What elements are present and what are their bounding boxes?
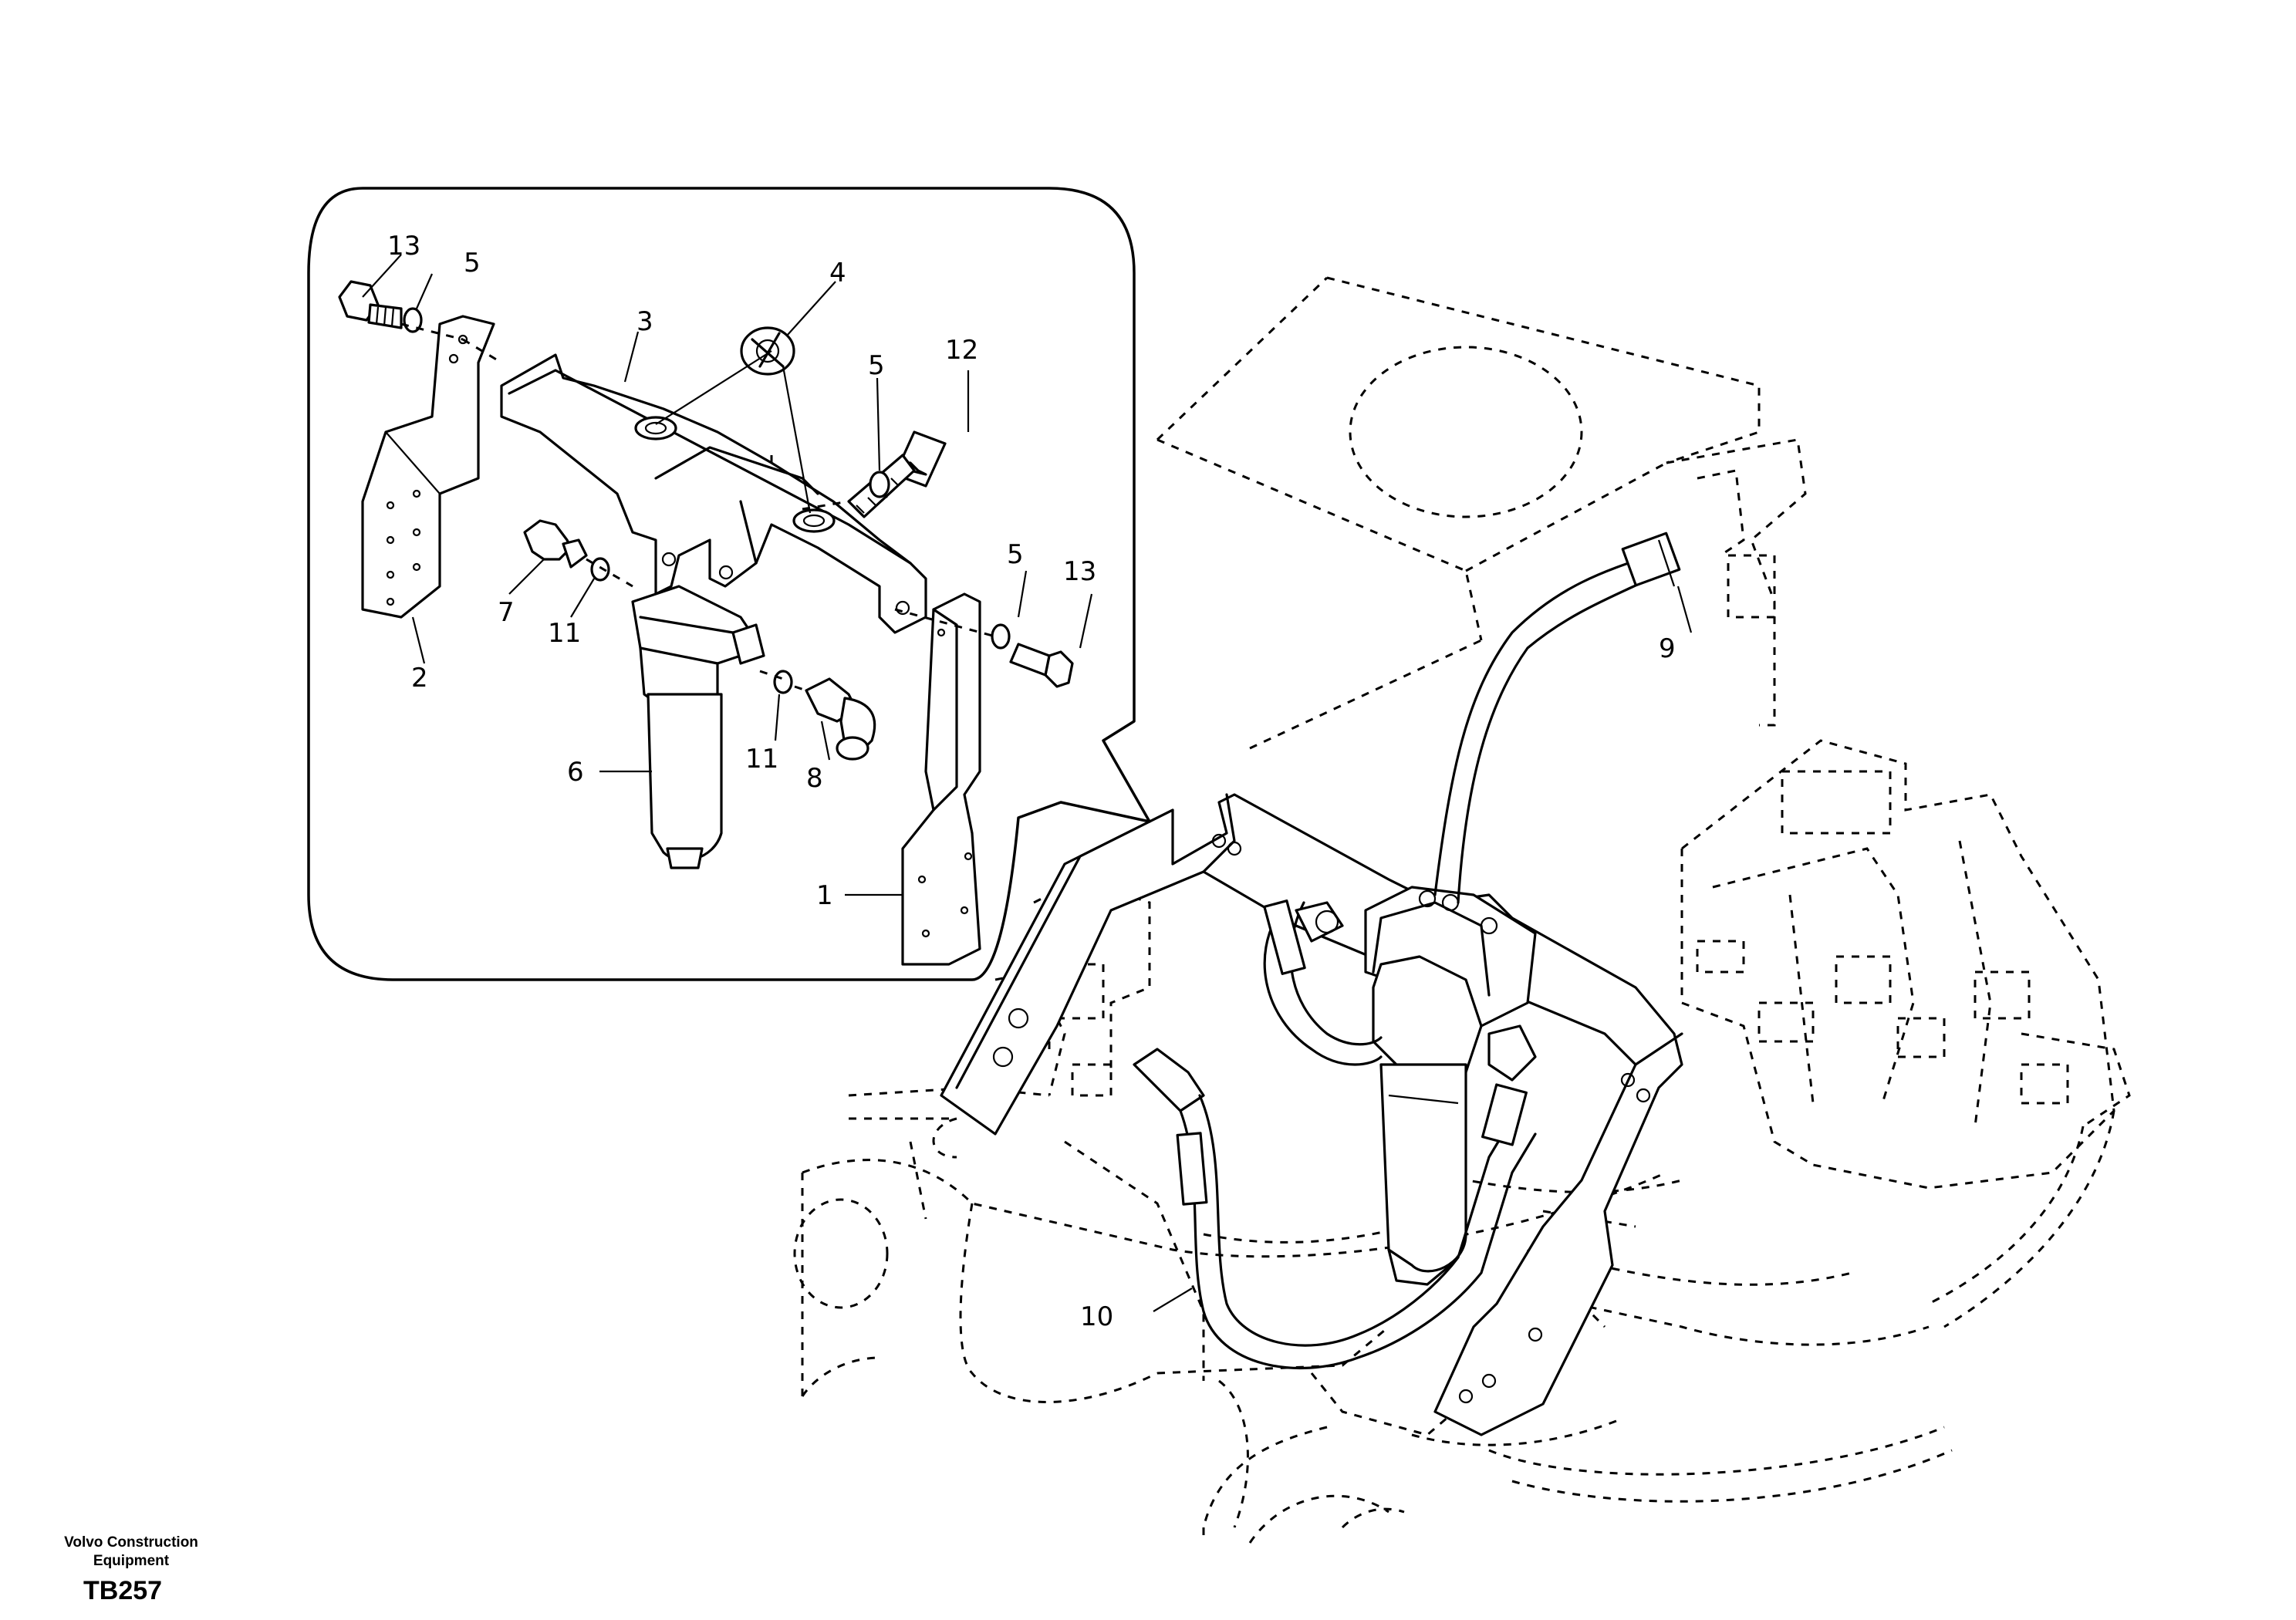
callout-labels: 13 5 3 4 5 12 7 11 2 5 13 6 11 8 1 9 10: [387, 231, 1676, 1332]
installed-filter-assembly: [940, 532, 1683, 1436]
callout-5-right: 5: [1007, 539, 1024, 570]
part-8-elbow: [805, 677, 876, 761]
callout-3: 3: [636, 306, 653, 337]
brand-line-1: Volvo Construction: [64, 1534, 198, 1551]
part-3-center-bracket: [500, 353, 927, 634]
callout-4: 4: [829, 258, 846, 289]
callout-12: 12: [945, 335, 978, 366]
part-11-o-ring-upper: [590, 557, 610, 582]
diagram-code: TB257: [83, 1576, 163, 1605]
part-4-plug: [740, 326, 795, 376]
part-5-washer-b: [869, 471, 890, 498]
leader-lines: [362, 254, 1693, 1312]
part-7-adaptor: [523, 519, 588, 569]
part-11-o-ring-lower: [773, 670, 793, 694]
callout-10: 10: [1080, 1301, 1113, 1332]
callout-11-lower: 11: [745, 744, 778, 775]
callout-5-top-left: 5: [464, 248, 481, 278]
callout-1: 1: [816, 880, 833, 911]
footer: Volvo Construction Equipment TB257: [39, 1534, 224, 1608]
callout-2: 2: [411, 663, 428, 694]
detail-inset: [307, 187, 1151, 981]
callout-5-top-right: 5: [868, 350, 885, 381]
part-5-washer-c: [991, 623, 1011, 650]
part-6-filter: [631, 585, 765, 869]
callout-13-top: 13: [387, 231, 420, 262]
callout-8: 8: [806, 763, 823, 794]
callout-6: 6: [567, 757, 584, 788]
callout-9: 9: [1659, 633, 1676, 664]
brand-line-2: Equipment: [93, 1553, 170, 1569]
part-13-bolt-b: [1009, 643, 1074, 688]
machine-outline-dashed: [793, 276, 2131, 1544]
part-2-left-bracket: [361, 315, 495, 619]
part-1-right-bracket: [901, 592, 981, 966]
callout-7: 7: [498, 597, 515, 628]
callout-13-right: 13: [1063, 556, 1096, 587]
callout-11-upper: 11: [548, 618, 581, 649]
